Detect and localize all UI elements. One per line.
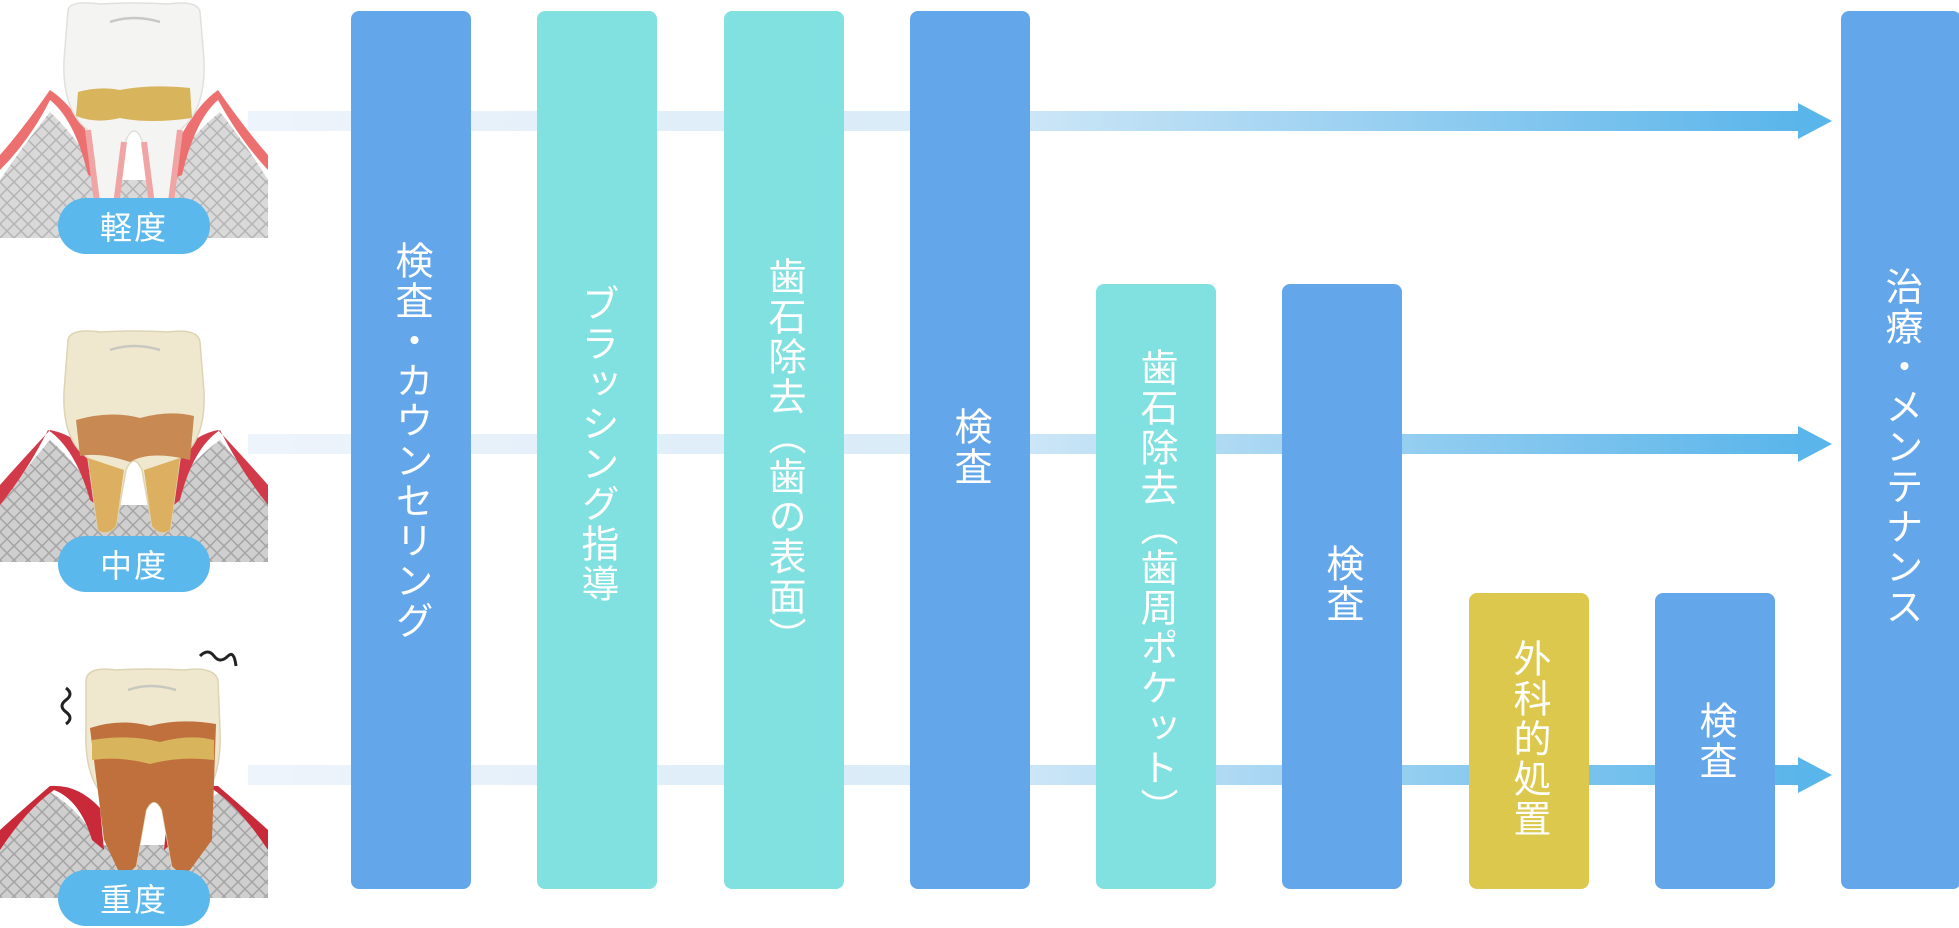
tooth-severe-icon xyxy=(0,650,268,898)
severity-badge-severe: 重度 xyxy=(58,870,210,926)
step-exam-1-label: 検査 xyxy=(948,407,992,487)
step-surgery: 外科的処置 xyxy=(1469,593,1589,889)
arrow-severe xyxy=(248,757,1832,793)
step-maintenance: 治療・メンテナンス xyxy=(1841,11,1959,889)
step-scaling-pocket-label: 歯石除去（歯周ポケット） xyxy=(1134,348,1178,828)
step-maintenance-label: 治療・メンテナンス xyxy=(1879,267,1923,627)
step-counseling: 検査・カウンセリング xyxy=(351,11,471,889)
arrow-mild xyxy=(248,103,1832,139)
tooth-moderate-icon xyxy=(0,330,268,562)
step-scaling-surface: 歯石除去（歯の表面） xyxy=(724,11,844,889)
step-scaling-pocket: 歯石除去（歯周ポケット） xyxy=(1096,284,1216,889)
severity-badge-mild: 軽度 xyxy=(58,198,210,254)
step-exam-3-label: 検査 xyxy=(1693,701,1737,781)
wiggle-left-icon xyxy=(60,686,72,726)
arrow-moderate xyxy=(248,426,1832,462)
step-exam-3: 検査 xyxy=(1655,593,1775,889)
step-surgery-label: 外科的処置 xyxy=(1507,639,1551,839)
step-exam-1: 検査 xyxy=(910,11,1030,889)
step-exam-2-label: 検査 xyxy=(1320,544,1364,624)
severity-badge-moderate: 中度 xyxy=(58,536,210,592)
wiggle-right-icon xyxy=(198,650,238,667)
step-counseling-label: 検査・カウンセリング xyxy=(389,241,433,641)
step-scaling-surface-label: 歯石除去（歯の表面） xyxy=(762,257,806,657)
step-exam-2: 検査 xyxy=(1282,284,1402,889)
step-brushing-label: ブラッシング指導 xyxy=(575,284,619,604)
step-brushing: ブラッシング指導 xyxy=(537,11,657,889)
tooth-illustrations xyxy=(0,2,268,898)
